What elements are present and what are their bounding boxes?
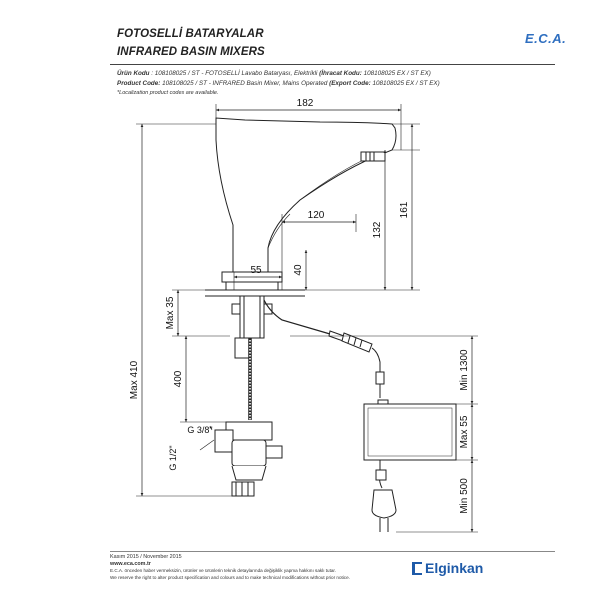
dim-max410: Max 410 <box>129 360 140 399</box>
footer-disclaimer-en: We reserve the right to alter product sp… <box>110 575 350 580</box>
elginkan-logo: Elginkan <box>412 560 483 576</box>
footer-divider <box>110 551 555 552</box>
control-box <box>363 403 457 461</box>
dim-g38: G 3/8" <box>187 425 212 435</box>
dim-reach: 120 <box>308 210 325 221</box>
dim-min1300: Min 1300 <box>459 349 470 391</box>
elginkan-mark-icon <box>412 562 422 575</box>
footer-date: Kasım 2015 / November 2015 <box>110 554 182 560</box>
product-code-en: Product Code: 108108025 / ST - INFRARED … <box>117 80 440 87</box>
sensor-cable <box>263 299 331 335</box>
sensor <box>360 151 386 162</box>
faucet-body <box>215 117 397 273</box>
title-tr: FOTOSELLİ BATARYALAR <box>117 28 264 40</box>
dim-h161: 161 <box>399 201 410 218</box>
dim-h40: 40 <box>293 264 304 276</box>
dim-min500: Min 500 <box>459 478 470 514</box>
dim-base: 55 <box>250 265 262 276</box>
title-en: INFRARED BASIN MIXERS <box>117 46 265 58</box>
power-plug <box>371 489 397 519</box>
dim-g12: G 1/2" <box>168 445 178 470</box>
product-code-tr: Ürün Kodu : 108108025 / ST - FOTOSELLİ L… <box>117 70 431 77</box>
dim-h400: 400 <box>173 370 184 387</box>
footer-disclaimer-tr: E.C.A. önceden haber vermeksizin, ürünle… <box>110 568 336 573</box>
dim-max55: Max 55 <box>459 415 470 448</box>
dim-h132: 132 <box>372 221 383 238</box>
header-divider <box>110 64 555 65</box>
dim-width: 182 <box>297 98 314 109</box>
dim-max35: Max 35 <box>165 296 176 329</box>
footer-url[interactable]: www.eca.com.tr <box>110 561 151 567</box>
eca-logo: E.C.A. <box>525 31 567 46</box>
localization-note: *Localization product codes are availabl… <box>117 90 219 96</box>
